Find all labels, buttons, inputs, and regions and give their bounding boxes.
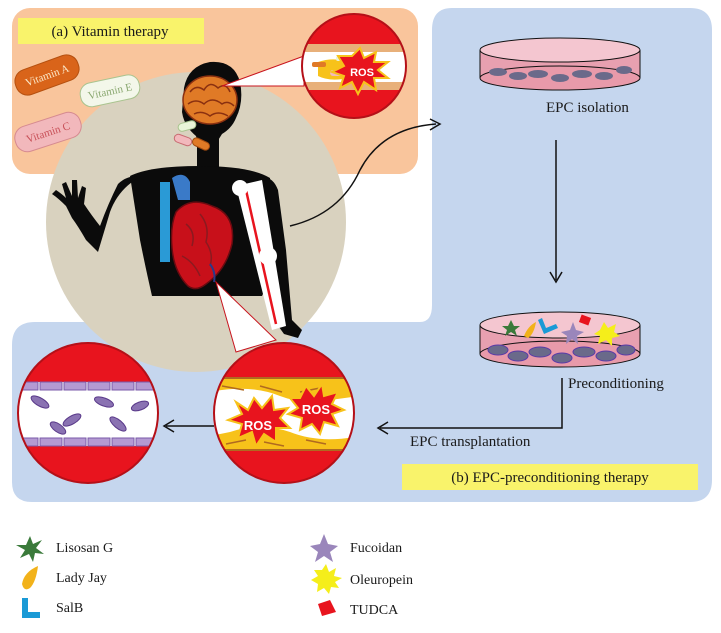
compound-lisosan-g: [502, 320, 520, 336]
panel-b-label-text: (b) EPC-preconditioning therapy: [451, 470, 649, 486]
damaged-vessel-zoom: ROS ROS: [213, 342, 355, 484]
legend-label-salb: SalB: [56, 601, 83, 616]
heart-icon: [160, 174, 234, 290]
yellow-burst-icon: [311, 564, 342, 594]
vitamin-c-pill: Vitamin C: [14, 111, 82, 153]
ros-burst-right: [285, 381, 347, 437]
petri-dish-isolation: [479, 37, 641, 91]
legend-label-lisosan-g: Lisosan G: [56, 541, 113, 556]
compound-lady-jay: [524, 322, 536, 338]
red-diamond-icon: [318, 600, 336, 616]
blue-l-icon: [22, 598, 40, 618]
arrow-to-isolation: [289, 118, 442, 227]
arrow-to-preconditioning: [549, 140, 563, 284]
petri-dish-preconditioning: [479, 311, 641, 368]
compound-salb: [538, 318, 558, 334]
ros-label-left: ROS: [244, 418, 273, 433]
ros-burst-top: [329, 46, 391, 97]
legend-label-oleuropein: Oleuropein: [350, 573, 413, 588]
arrow-to-repaired-vessel: [162, 419, 214, 433]
heart-callout: [215, 280, 277, 353]
ros-label-right: ROS: [302, 402, 331, 417]
legend-item-oleuropein: Oleuropein: [311, 564, 413, 594]
legend-item-tudca: TUDCA: [318, 600, 399, 618]
compound-tudca: [578, 314, 592, 326]
vitamin-e-pill: Vitamin E: [79, 74, 141, 108]
compound-oleuropein: [594, 322, 620, 346]
panel-b-label: (b) EPC-preconditioning therapy: [402, 464, 698, 490]
panel-b-background: [12, 8, 712, 502]
repaired-vessel-zoom: [17, 342, 159, 484]
green-star-icon: [16, 536, 44, 562]
panel-a-label-text: (a) Vitamin therapy: [51, 24, 169, 40]
arm-vessel: [232, 180, 286, 330]
legend-item-lady-jay: Lady Jay: [22, 566, 107, 590]
legend: Lisosan G Lady Jay SalB Fucoidan Oleurop…: [16, 534, 413, 618]
legend-label-fucoidan: Fucoidan: [350, 541, 402, 556]
step-isolation-label: EPC isolation: [546, 100, 629, 116]
legend-item-lisosan-g: Lisosan G: [16, 536, 113, 562]
purple-star-icon: [310, 534, 338, 562]
legend-item-salb: SalB: [22, 598, 83, 618]
brain-icon: [182, 75, 238, 125]
step-preconditioning-label: Preconditioning: [568, 376, 664, 392]
brain-vessel-zoom: ROS: [301, 13, 407, 119]
ros-burst-left: [225, 393, 293, 449]
arrow-to-transplantation: [376, 378, 563, 435]
legend-label-lady-jay: Lady Jay: [56, 571, 107, 586]
legend-label-tudca: TUDCA: [350, 603, 399, 618]
ingested-pills: [173, 120, 211, 151]
legend-item-fucoidan: Fucoidan: [310, 534, 402, 562]
step-transplantation-label: EPC transplantation: [410, 434, 531, 450]
panel-a-label: (a) Vitamin therapy: [18, 18, 204, 44]
ros-label-top: ROS: [350, 67, 374, 79]
compound-fucoidan: [561, 322, 584, 344]
orange-drop-icon: [22, 566, 38, 590]
